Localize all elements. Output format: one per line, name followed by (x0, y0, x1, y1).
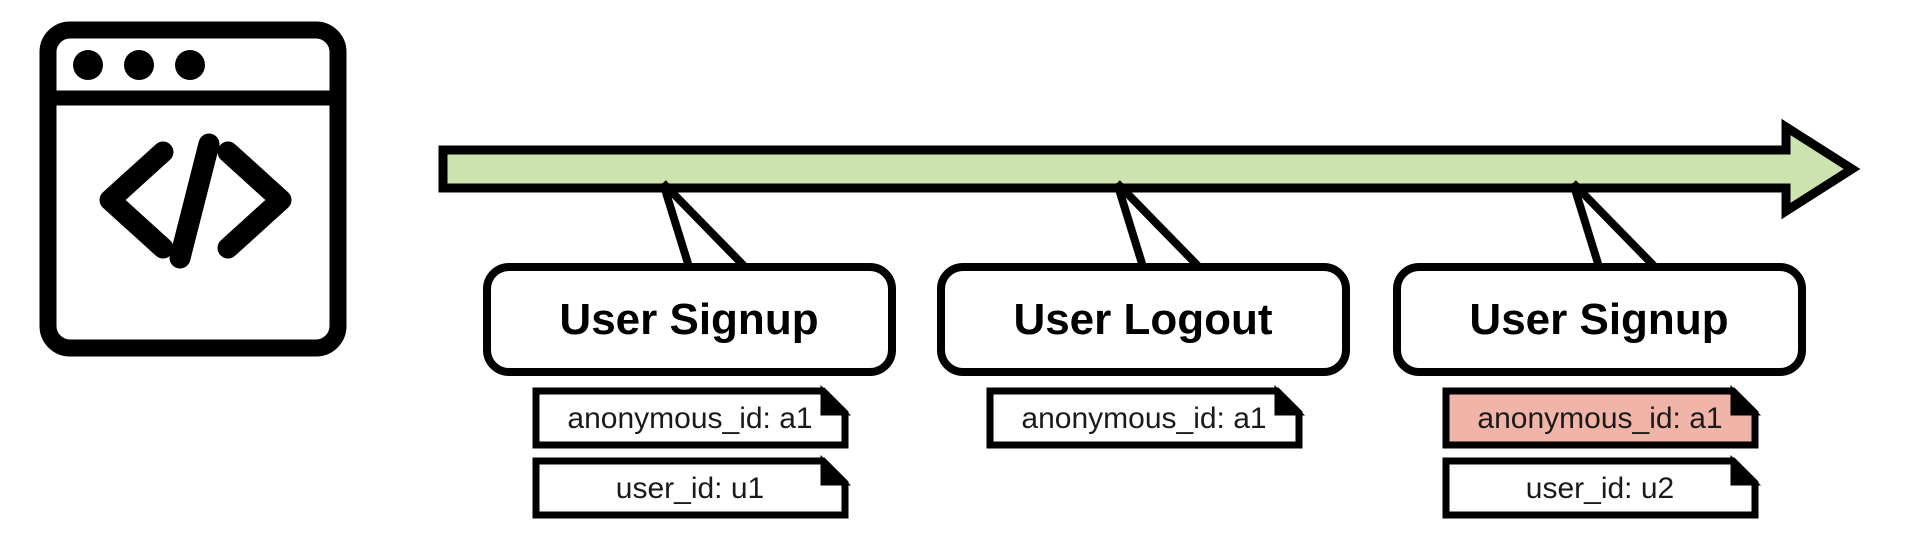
note-3-2-shape[interactable] (1442, 457, 1759, 519)
callout-line-2a (1113, 181, 1148, 272)
note-3-1-fold-icon (1730, 384, 1762, 416)
note-3-1-shape[interactable] (1442, 387, 1759, 449)
note-3-2-fold-icon (1730, 454, 1762, 486)
callout-line-1a (659, 181, 694, 272)
note-2-1-text: anonymous_id: a1 (1021, 402, 1266, 435)
code-angle-left-icon (99, 141, 174, 259)
note-1-2[interactable]: user_id: u1 (532, 454, 852, 519)
note-3-1-text: anonymous_id: a1 (1477, 402, 1722, 435)
code-window-icon (39, 21, 347, 357)
code-window-dot-3 (175, 50, 205, 80)
note-1-1-shape[interactable] (532, 387, 849, 449)
note-1-1-text: anonymous_id: a1 (567, 402, 812, 435)
event-title-2: User Logout (1013, 295, 1272, 344)
code-window-dot-2 (124, 50, 154, 80)
event-group-3[interactable]: User Signup anonymous_id: a1 user_id: u2 (1393, 263, 1806, 519)
event-box-1[interactable] (483, 263, 896, 376)
event-title-3: User Signup (1469, 295, 1728, 344)
note-1-1-fold-icon (820, 384, 852, 416)
callout-line-3a (1569, 181, 1604, 272)
code-angle-right-icon (217, 141, 292, 259)
callout-leader-lines (659, 180, 1661, 273)
note-3-2[interactable]: user_id: u2 (1442, 454, 1762, 519)
timeline-arrow-shape (438, 118, 1861, 220)
note-1-2-shape[interactable] (532, 457, 849, 519)
event-group-2[interactable]: User Logout anonymous_id: a1 (937, 263, 1350, 449)
code-slash-icon (169, 133, 220, 269)
event-box-3[interactable] (1393, 263, 1806, 376)
event-group-1[interactable]: User Signup anonymous_id: a1 user_id: u1 (483, 263, 896, 519)
callout-line-2b (1114, 180, 1205, 273)
timeline-arrow (438, 118, 1861, 220)
callout-line-1b (660, 180, 751, 273)
note-2-1-fold-icon (1274, 384, 1306, 416)
note-2-1[interactable]: anonymous_id: a1 (986, 384, 1306, 449)
event-box-2[interactable] (937, 263, 1350, 376)
code-window-dot-1 (73, 50, 103, 80)
event-title-1: User Signup (559, 295, 818, 344)
note-2-1-shape[interactable] (986, 387, 1303, 449)
note-1-2-text: user_id: u1 (616, 472, 764, 505)
note-3-2-text: user_id: u2 (1526, 472, 1674, 505)
note-1-2-fold-icon (820, 454, 852, 486)
note-3-1[interactable]: anonymous_id: a1 (1442, 384, 1762, 449)
note-1-1[interactable]: anonymous_id: a1 (532, 384, 852, 449)
callout-line-3b (1570, 180, 1661, 273)
